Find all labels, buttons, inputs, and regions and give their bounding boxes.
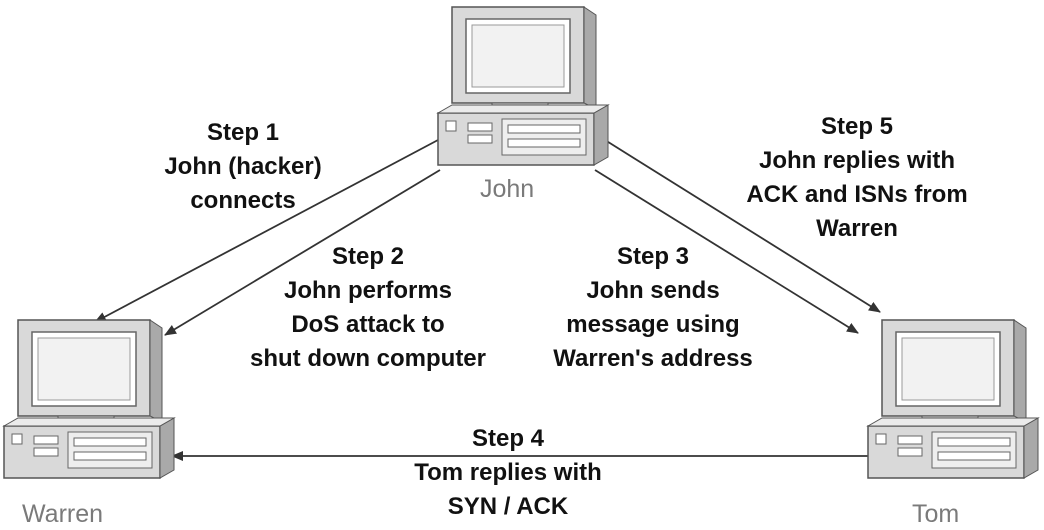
arrow-step2 bbox=[164, 169, 441, 336]
step3-text: Step 3 John sends message using Warren's… bbox=[528, 240, 778, 376]
step2-line: shut down computer bbox=[250, 345, 486, 372]
step2-line: John performs bbox=[283, 277, 453, 304]
warren-label: Warren bbox=[22, 500, 104, 528]
step2-line: DoS attack to bbox=[291, 311, 445, 338]
warren-computer-icon bbox=[2, 319, 176, 479]
john-computer-icon bbox=[436, 6, 610, 166]
arrow-step3 bbox=[594, 169, 859, 334]
step2-title: Step 2 bbox=[331, 243, 405, 270]
arrow-step5 bbox=[604, 139, 881, 313]
step2-text: Step 2 John performs DoS attack to shut … bbox=[218, 240, 518, 376]
step4-text: Step 4 Tom replies with SYN / ACK bbox=[368, 422, 648, 524]
tom-computer-icon bbox=[866, 319, 1040, 479]
step4-line: Tom replies with bbox=[414, 459, 602, 486]
step1-line: John (hacker) bbox=[164, 153, 322, 180]
tom-label: Tom bbox=[912, 500, 960, 528]
step1-line: connects bbox=[190, 187, 296, 214]
step3-title: Step 3 bbox=[616, 243, 690, 270]
step5-line: Warren bbox=[816, 215, 898, 242]
step5-line: John replies with bbox=[758, 147, 956, 174]
step5-text: Step 5 John replies with ACK and ISNs fr… bbox=[712, 110, 1002, 246]
step1-text: Step 1 John (hacker) connects bbox=[128, 116, 358, 218]
john-label: John bbox=[480, 175, 535, 203]
step3-line: John sends bbox=[586, 277, 720, 304]
step3-line: message using bbox=[566, 311, 740, 338]
step4-line: SYN / ACK bbox=[447, 493, 569, 520]
step5-line: ACK and ISNs from bbox=[746, 181, 968, 208]
step4-title: Step 4 bbox=[471, 425, 545, 452]
step1-title: Step 1 bbox=[206, 119, 280, 146]
arrow-step1 bbox=[94, 139, 439, 323]
step5-title: Step 5 bbox=[820, 113, 894, 140]
step3-line: Warren's address bbox=[553, 345, 753, 372]
